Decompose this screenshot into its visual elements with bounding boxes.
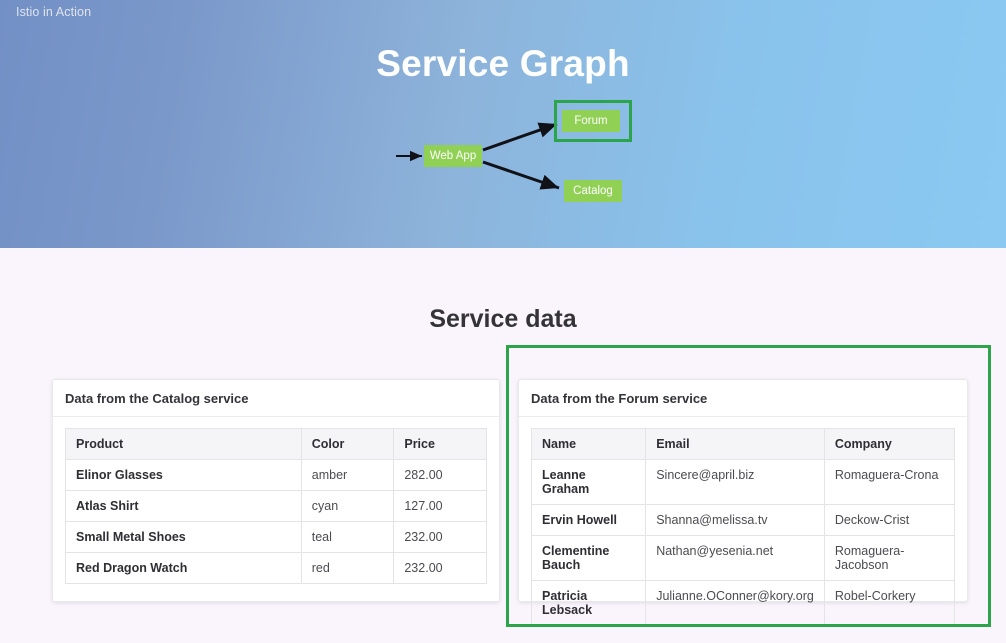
forum-card-title: Data from the Forum service [519, 380, 967, 417]
table-row: Ervin Howell Shanna@melissa.tv Deckow-Cr… [530, 504, 956, 536]
service-graph: Web App Forum Catalog [0, 0, 1006, 248]
graph-node-highlight-forum [554, 100, 632, 142]
table-header-row: Name Email Company [530, 428, 956, 460]
graph-node-forum[interactable]: Forum [562, 110, 620, 132]
column-header-color: Color [300, 428, 395, 460]
cell-name: Ervin Howell [530, 504, 647, 536]
table-row: Red Dragon Watch red 232.00 [65, 552, 487, 584]
cell-product: Elinor Glasses [65, 459, 302, 491]
catalog-service-card: Data from the Catalog service Product Co… [52, 379, 500, 602]
column-header-price: Price [393, 428, 487, 460]
cell-company: Robel-Corkery [823, 580, 956, 626]
cell-name: Leanne Graham [530, 459, 647, 505]
cell-price: 232.00 [393, 521, 487, 553]
cell-price: 127.00 [393, 490, 487, 522]
catalog-table: Product Color Price Elinor Glasses amber… [65, 428, 487, 584]
forum-card-body: Name Email Company Leanne Graham Sincere… [519, 417, 967, 638]
table-row: Small Metal Shoes teal 232.00 [65, 521, 487, 553]
table-row: Leanne Graham Sincere@april.biz Romaguer… [530, 459, 956, 505]
cell-email: Sincere@april.biz [645, 459, 825, 505]
cell-company: Deckow-Crist [823, 504, 956, 536]
cell-price: 282.00 [393, 459, 487, 491]
column-header-product: Product [65, 428, 302, 460]
table-row: Atlas Shirt cyan 127.00 [65, 490, 487, 522]
forum-table: Name Email Company Leanne Graham Sincere… [530, 428, 956, 626]
cell-color: amber [300, 459, 395, 491]
cell-color: teal [300, 521, 395, 553]
cell-product: Atlas Shirt [65, 490, 302, 522]
cell-company: Romaguera-Jacobson [823, 535, 956, 581]
cell-color: cyan [300, 490, 395, 522]
graph-node-web-app[interactable]: Web App [424, 145, 482, 167]
brand-label: Istio in Action [16, 5, 92, 19]
service-graph-edges [396, 122, 560, 190]
table-header-row: Product Color Price [65, 428, 487, 460]
table-row: Patricia Lebsack Julianne.OConner@kory.o… [530, 580, 956, 626]
catalog-card-body: Product Color Price Elinor Glasses amber… [53, 417, 499, 596]
cell-email: Julianne.OConner@kory.org [645, 580, 825, 626]
cell-company: Romaguera-Crona [823, 459, 956, 505]
page-title: Service Graph [376, 43, 630, 84]
cell-name: Patricia Lebsack [530, 580, 647, 626]
section-title: Service data [429, 305, 577, 333]
hero-banner: Istio in Action Service Graph Web App Fo… [0, 0, 1006, 248]
column-header-name: Name [530, 428, 647, 460]
cell-product: Red Dragon Watch [65, 552, 302, 584]
cell-email: Nathan@yesenia.net [645, 535, 825, 581]
cell-email: Shanna@melissa.tv [645, 504, 825, 536]
cell-color: red [300, 552, 395, 584]
catalog-card-title: Data from the Catalog service [53, 380, 499, 417]
column-header-company: Company [823, 428, 956, 460]
cell-name: Clementine Bauch [530, 535, 647, 581]
graph-node-catalog[interactable]: Catalog [564, 180, 622, 202]
cell-product: Small Metal Shoes [65, 521, 302, 553]
column-header-email: Email [645, 428, 825, 460]
table-row: Clementine Bauch Nathan@yesenia.net Roma… [530, 535, 956, 581]
table-row: Elinor Glasses amber 282.00 [65, 459, 487, 491]
cell-price: 232.00 [393, 552, 487, 584]
forum-service-card: Data from the Forum service Name Email C… [518, 379, 968, 626]
